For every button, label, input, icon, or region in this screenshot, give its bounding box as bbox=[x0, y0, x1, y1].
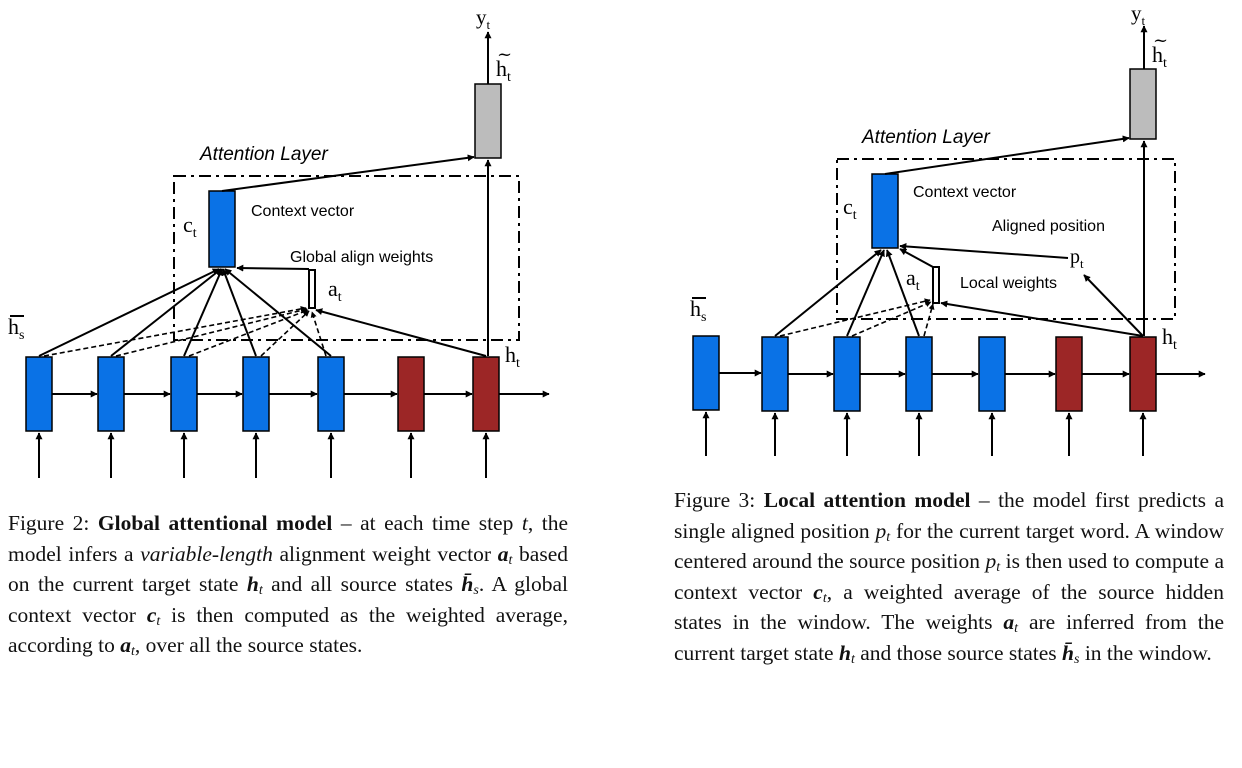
attentional-hidden-block bbox=[474, 83, 502, 159]
target-state-1 bbox=[1055, 336, 1083, 412]
label-ht: ht bbox=[1162, 324, 1177, 353]
source-to-align-arrows bbox=[43, 306, 327, 357]
aligned-position-label: Aligned position bbox=[992, 218, 1105, 235]
context-vector-label: Context vector bbox=[913, 184, 1017, 201]
label-at: at bbox=[906, 265, 920, 294]
figure-3-local-attention: Attention Layer bbox=[690, 1, 1206, 456]
source-to-context-arrows bbox=[38, 268, 332, 357]
source-to-context-arrows bbox=[774, 249, 920, 337]
source-to-local-weights-arrows bbox=[779, 298, 935, 337]
tilde-ht: ~ bbox=[497, 44, 512, 65]
context-vector-label: Context vector bbox=[251, 203, 355, 220]
global-align-weights-label: Global align weights bbox=[290, 249, 433, 266]
label-yt: yt bbox=[1131, 1, 1146, 28]
context-vector-block bbox=[208, 190, 236, 268]
source-state-1 bbox=[692, 335, 720, 411]
source-state-5 bbox=[978, 336, 1006, 412]
source-state-5 bbox=[317, 356, 345, 432]
input-arrows bbox=[35, 432, 490, 478]
figure-3-caption: Figure 3: Local attention model – the mo… bbox=[674, 488, 1225, 667]
context-vector-block bbox=[871, 173, 899, 249]
source-state-3 bbox=[833, 336, 861, 412]
attention-layer-label: Attention Layer bbox=[199, 144, 328, 165]
source-state-2 bbox=[97, 356, 125, 432]
target-state-1 bbox=[397, 356, 425, 432]
attention-layer-box bbox=[173, 175, 520, 341]
label-ct: ct bbox=[183, 212, 197, 241]
source-state-4 bbox=[242, 356, 270, 432]
source-state-1 bbox=[25, 356, 53, 432]
attentional-hidden-block bbox=[1129, 68, 1157, 140]
source-state-4 bbox=[905, 336, 933, 412]
source-state-2 bbox=[761, 336, 789, 412]
align-weights-box bbox=[308, 269, 316, 309]
label-pt: pt bbox=[1070, 246, 1084, 271]
attention-layer-box bbox=[836, 158, 1176, 320]
attention-layer-label: Attention Layer bbox=[861, 127, 990, 148]
local-weights-box bbox=[932, 266, 940, 304]
label-ht: ht bbox=[505, 342, 520, 371]
label-hs: hs bbox=[690, 296, 706, 325]
recurrent-arrows bbox=[719, 369, 1206, 378]
input-arrows bbox=[702, 411, 1147, 456]
label-ct: ct bbox=[843, 194, 857, 223]
source-state-3 bbox=[170, 356, 198, 432]
figure-2-caption: Figure 2: Global attentional model – at … bbox=[8, 511, 568, 659]
local-weights-label: Local weights bbox=[960, 275, 1057, 292]
label-yt: yt bbox=[476, 5, 491, 32]
target-state-current bbox=[1129, 336, 1157, 412]
label-ht-tilde: ht bbox=[496, 56, 511, 85]
label-hs: hs bbox=[8, 314, 24, 343]
label-ht-tilde: ht bbox=[1152, 42, 1167, 71]
label-at: at bbox=[328, 276, 342, 305]
figure-2-global-attention: Attention Layer bbox=[8, 5, 550, 478]
target-state-current bbox=[472, 356, 500, 432]
tilde-ht: ~ bbox=[1153, 30, 1168, 51]
